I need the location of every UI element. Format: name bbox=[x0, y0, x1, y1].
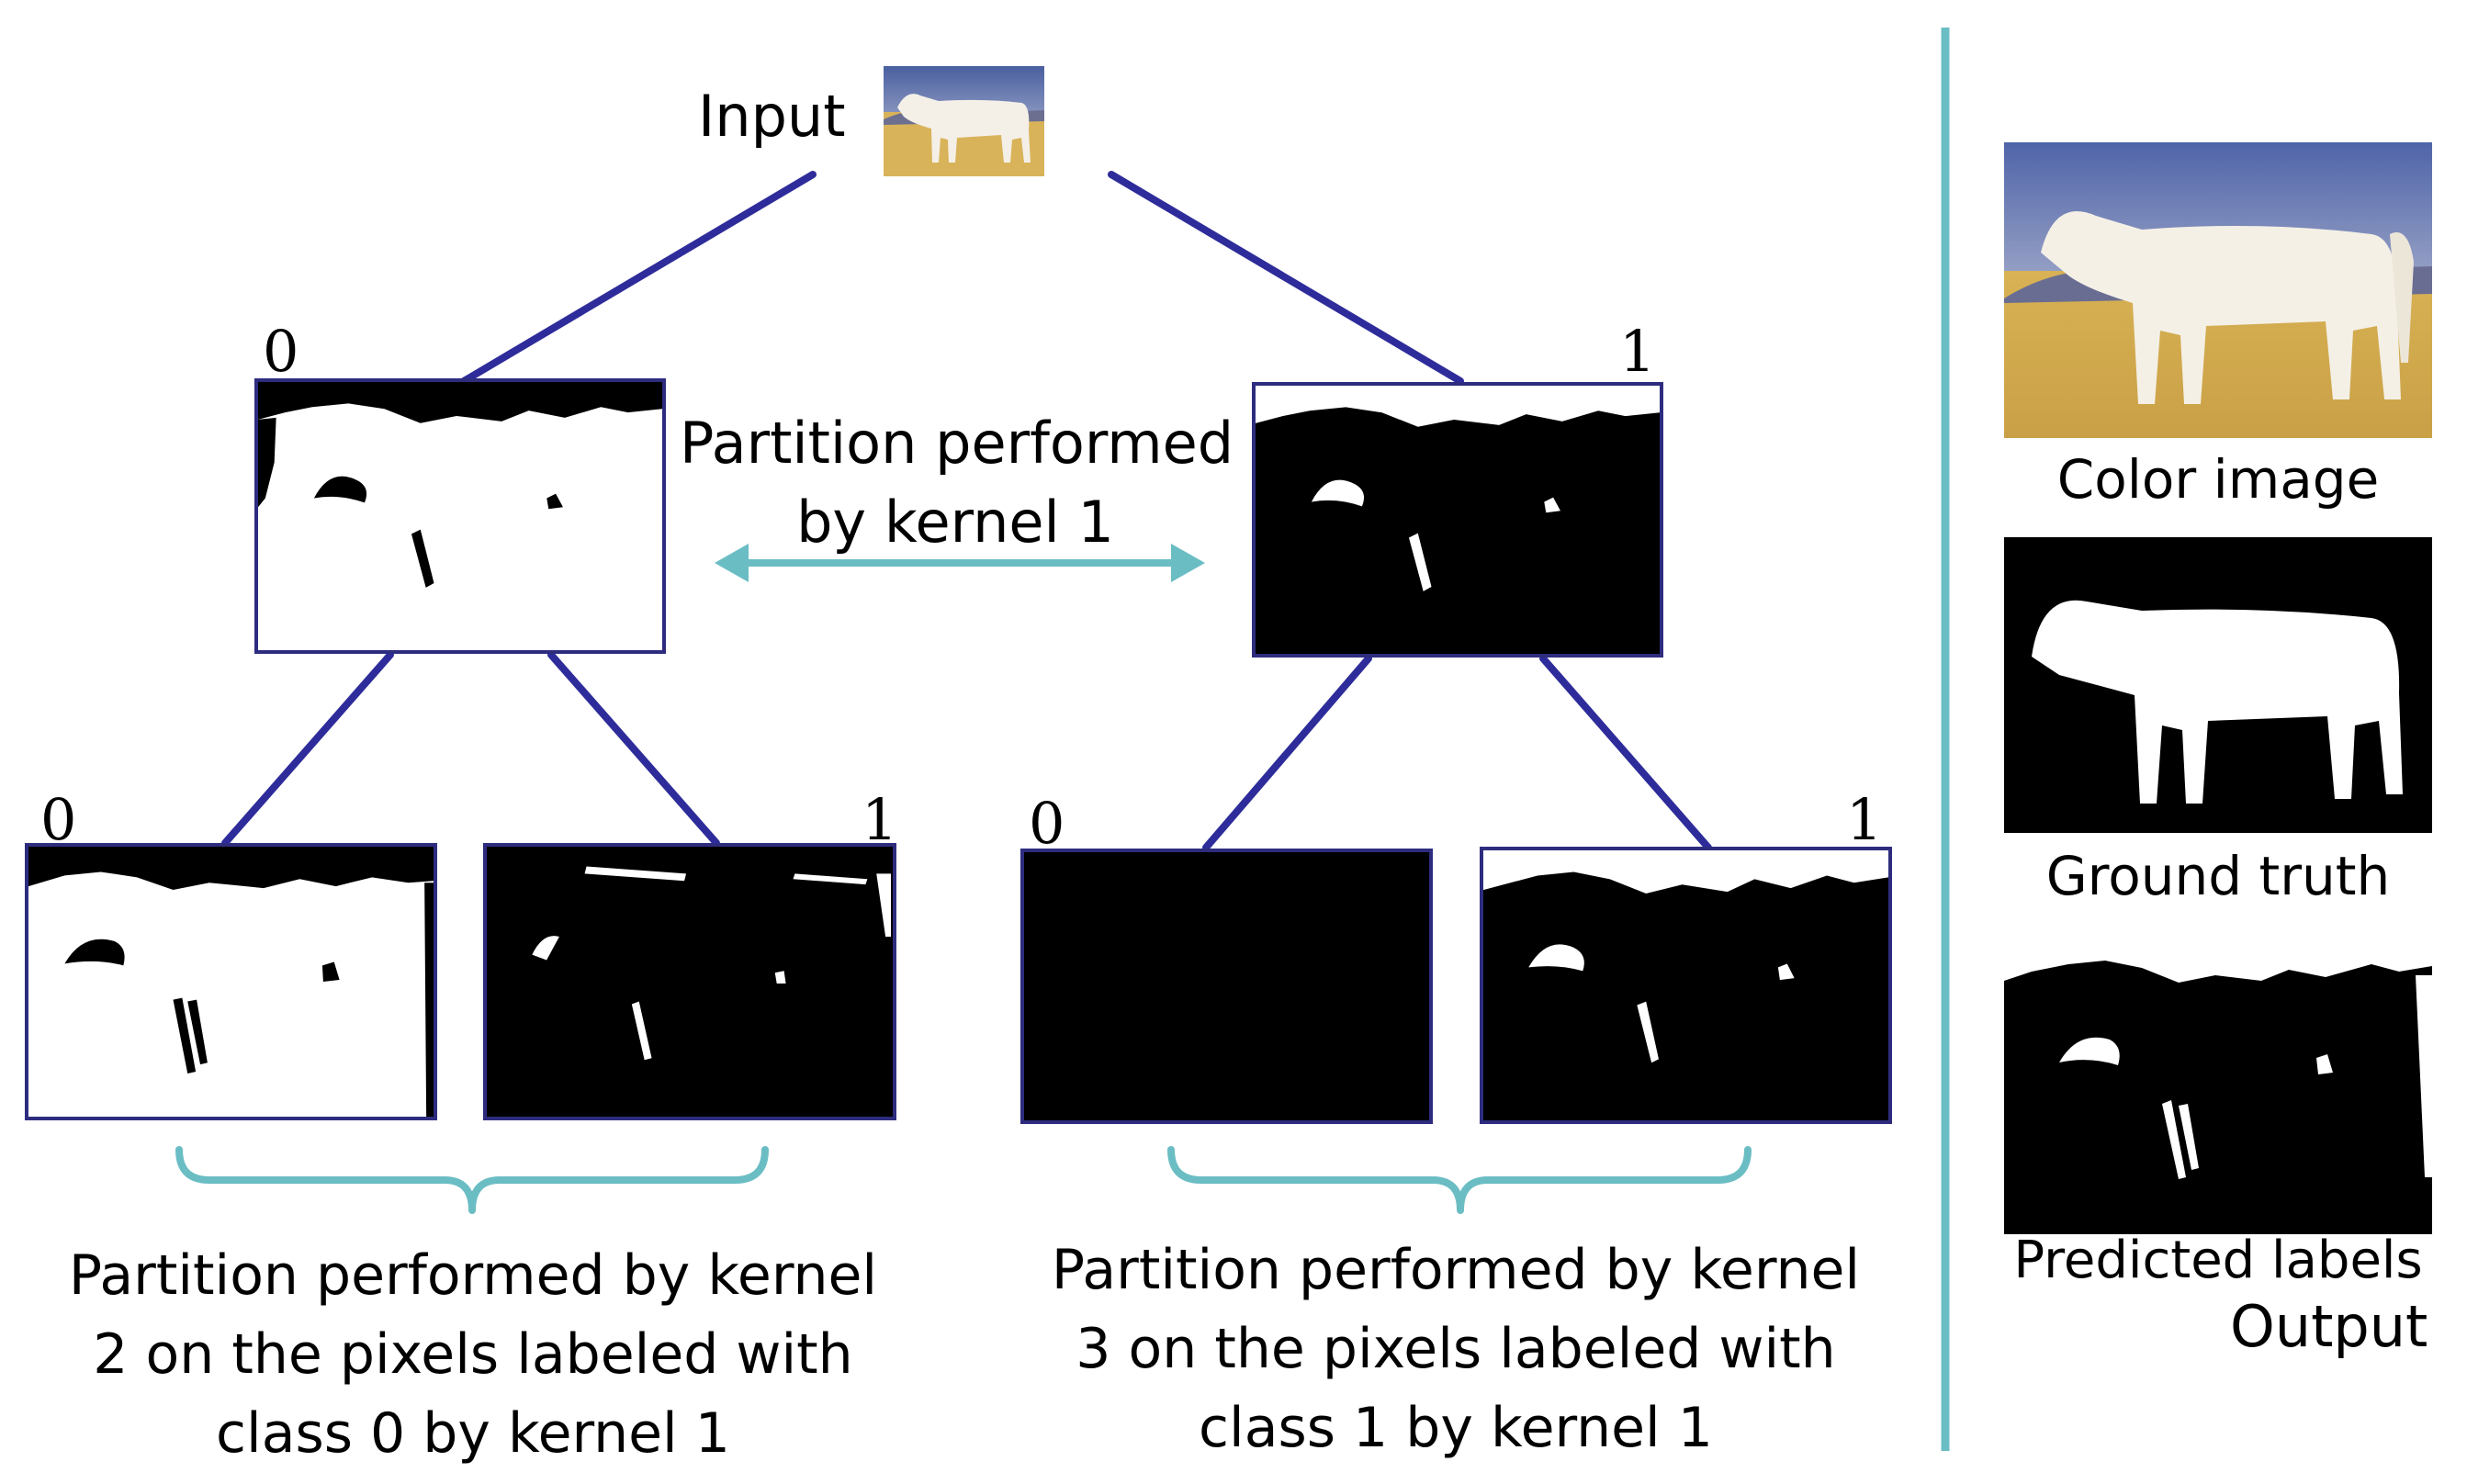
node-kernel2-class0 bbox=[25, 843, 437, 1120]
class-label-left: 0 bbox=[263, 318, 299, 385]
color-image-label: Color image bbox=[2056, 448, 2380, 511]
edge-right-to-rl bbox=[1202, 655, 1372, 851]
edge-input-to-left bbox=[460, 171, 817, 385]
caption-kernel3-line3: class 1 by kernel 1 bbox=[1199, 1396, 1713, 1460]
class-label-right: 1 bbox=[1619, 318, 1656, 385]
caption-kernel3-line1: Partition performed by kernel bbox=[1051, 1238, 1861, 1302]
edge-right-to-rr bbox=[1539, 655, 1712, 851]
output-label: Output bbox=[2230, 1293, 2428, 1360]
class-label-rr: 1 bbox=[1846, 786, 1883, 853]
predicted-labels-label: Predicted labels bbox=[2013, 1231, 2423, 1290]
edge-left-to-lr bbox=[547, 651, 720, 847]
class-label-ll: 0 bbox=[40, 786, 77, 853]
partition-kernel1-caption: Partition performed by kernel 1 bbox=[680, 404, 1234, 562]
partition-double-arrow bbox=[715, 544, 1205, 582]
color-image bbox=[2004, 142, 2432, 438]
edge-left-to-ll bbox=[221, 651, 394, 847]
caption-kernel2-line3: class 0 by kernel 1 bbox=[216, 1401, 730, 1466]
caption-kernel3: Partition performed by kernel 3 on the p… bbox=[1010, 1231, 1901, 1467]
edge-input-to-right bbox=[1108, 171, 1464, 385]
node-kernel3-class1 bbox=[1480, 847, 1892, 1124]
node-kernel3-class0 bbox=[1020, 849, 1433, 1124]
node-kernel1-class1 bbox=[1252, 382, 1663, 658]
caption-kernel2-line2: 2 on the pixels labeled with bbox=[93, 1322, 853, 1387]
node-kernel2-class1 bbox=[483, 843, 896, 1120]
bracket-right bbox=[1167, 1146, 1752, 1214]
input-thumbnail bbox=[884, 66, 1044, 176]
class-label-lr: 1 bbox=[862, 786, 898, 853]
caption-kernel3-line2: 3 on the pixels labeled with bbox=[1076, 1317, 1836, 1381]
bracket-left bbox=[175, 1146, 769, 1214]
node-kernel1-class0 bbox=[254, 378, 666, 654]
caption-kernel2: Partition performed by kernel 2 on the p… bbox=[28, 1236, 918, 1473]
partition-kernel1-line2: by kernel 1 bbox=[796, 489, 1114, 556]
predicted-labels-image bbox=[2004, 939, 2432, 1234]
ground-truth-image bbox=[2004, 537, 2432, 833]
ground-truth-label: Ground truth bbox=[2045, 845, 2391, 907]
caption-kernel2-line1: Partition performed by kernel bbox=[68, 1243, 878, 1308]
input-label: Input bbox=[698, 83, 846, 150]
class-label-rl: 0 bbox=[1029, 790, 1065, 857]
partition-kernel1-line1: Partition performed bbox=[680, 410, 1234, 477]
